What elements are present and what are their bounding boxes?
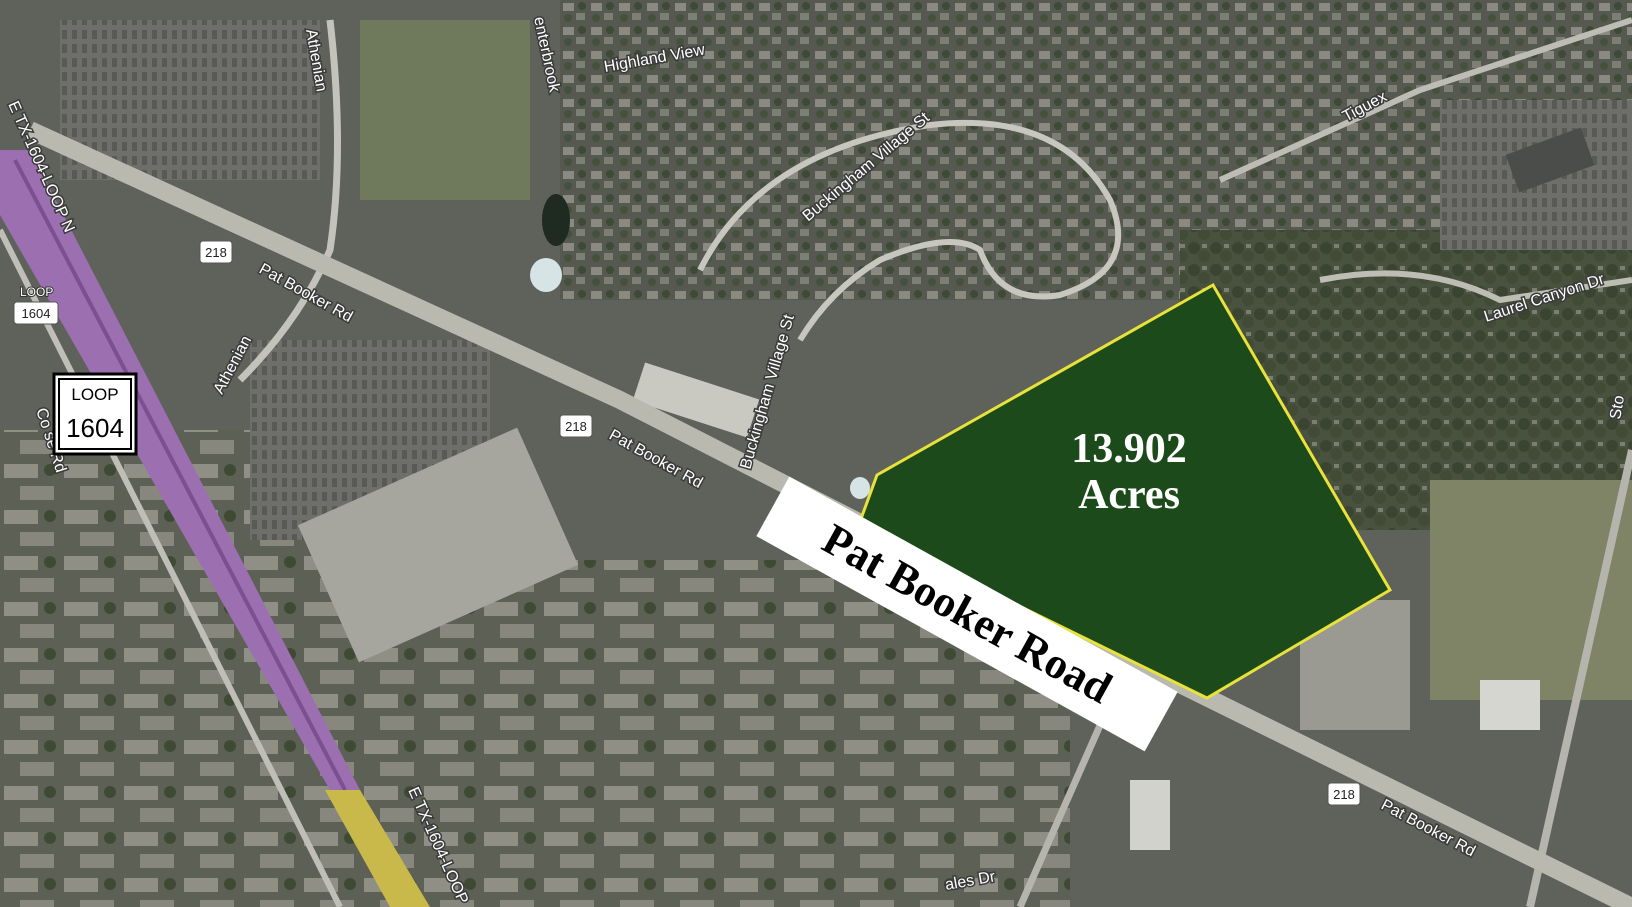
loop-1604-median bbox=[13, 159, 347, 791]
water-tower-north-shadow bbox=[542, 194, 570, 246]
svg-text:LOOP: LOOP bbox=[71, 385, 118, 404]
east-vertical-road bbox=[1526, 449, 1632, 907]
loop-1604-small-shield: LOOP 1604 bbox=[13, 284, 59, 325]
svg-text:218: 218 bbox=[1333, 787, 1355, 802]
route-shield-218-west: 218 bbox=[199, 240, 233, 264]
laurel-canyon-road bbox=[1319, 270, 1632, 304]
building-se bbox=[1130, 780, 1170, 850]
building-east bbox=[1480, 680, 1540, 730]
building-mid bbox=[632, 362, 760, 438]
big-box-store bbox=[297, 427, 579, 663]
route-shield-218-east: 218 bbox=[1327, 782, 1361, 806]
svg-text:1604: 1604 bbox=[66, 413, 124, 443]
tiguex-road bbox=[1218, 17, 1632, 183]
street-label-sto: Sto bbox=[1607, 394, 1628, 421]
building-ne bbox=[1505, 127, 1595, 193]
svg-text:1604: 1604 bbox=[22, 306, 51, 321]
buckingham-loop-road bbox=[697, 119, 1122, 342]
svg-text:218: 218 bbox=[565, 419, 587, 434]
athenian-road bbox=[237, 19, 341, 383]
loop-1604-sign: LOOP 1604 bbox=[52, 372, 138, 456]
loop-1604-highway-south bbox=[325, 790, 430, 907]
loop-1604-highway bbox=[0, 150, 360, 790]
parcel-area-value: 13.902 bbox=[1071, 426, 1187, 472]
svg-text:218: 218 bbox=[205, 245, 227, 260]
svg-text:LOOP: LOOP bbox=[20, 285, 53, 299]
frontage-road bbox=[0, 228, 343, 907]
route-shield-218-mid: 218 bbox=[559, 414, 593, 438]
parking-lot-nw bbox=[60, 20, 320, 180]
water-tower-north bbox=[530, 258, 562, 292]
water-tower-south bbox=[850, 477, 870, 499]
parcel-area-unit: Acres bbox=[1078, 472, 1180, 518]
park-area bbox=[360, 20, 530, 200]
